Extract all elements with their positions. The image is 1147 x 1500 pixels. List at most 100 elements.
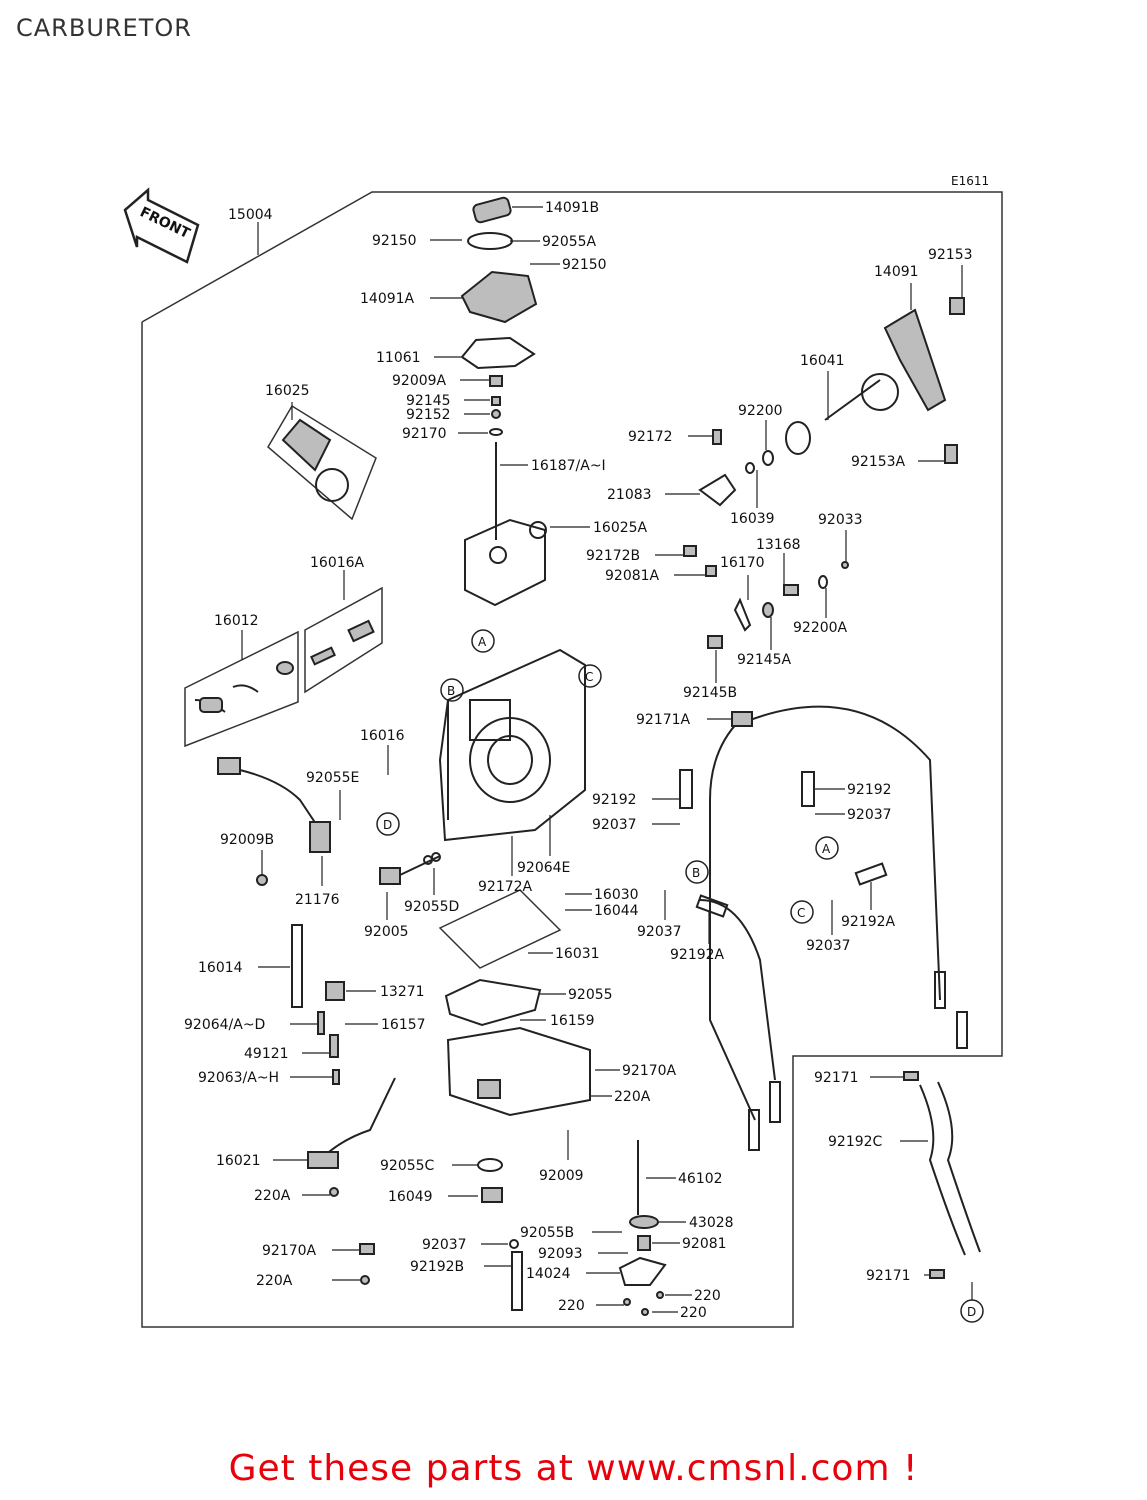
part-label: 92150 <box>372 233 417 249</box>
part-label: 11061 <box>376 350 421 366</box>
part-label: 16044 <box>594 903 639 919</box>
filter-gasket-part <box>281 418 349 502</box>
part-label: 92145A <box>737 652 792 668</box>
part-label: 46102 <box>678 1171 723 1187</box>
callout-markers: A B C D A B C D <box>376 629 984 1323</box>
throttle-sensor-part <box>217 757 331 886</box>
part-label: 92192B <box>410 1259 464 1275</box>
part-label: 16016 <box>360 728 405 744</box>
part-label: 16025 <box>265 383 310 399</box>
part-label: 16039 <box>730 511 775 527</box>
needle-jet-parts <box>489 375 503 540</box>
callout-b-hose: B <box>692 866 700 880</box>
part-label: 15004 <box>228 207 273 223</box>
part-label: 92037 <box>847 807 892 823</box>
part-label: 92037 <box>422 1237 467 1253</box>
part-label: 92055A <box>542 234 597 250</box>
part-label: 220 <box>694 1288 721 1304</box>
part-label: 16012 <box>214 613 259 629</box>
choke-cable-part <box>307 1077 396 1285</box>
callout-d-hose: D <box>967 1305 976 1319</box>
part-label: 92192A <box>670 947 725 963</box>
part-label: 16021 <box>216 1153 261 1169</box>
page-title: CARBURETOR <box>16 14 192 42</box>
part-label: 92055B <box>520 1225 574 1241</box>
part-label: 92170 <box>402 426 447 442</box>
jet-needle-parts <box>291 924 345 1085</box>
part-label: 92037 <box>806 938 851 954</box>
part-label: 92200 <box>738 403 783 419</box>
part-label: 16014 <box>198 960 243 976</box>
part-label: 92152 <box>406 407 451 423</box>
part-label: 92037 <box>592 817 637 833</box>
filter-inset-box <box>267 404 377 521</box>
part-labels: 15004 14091B 92150 92055A 92150 14091A 1… <box>184 200 973 1321</box>
part-label: 92170A <box>622 1063 677 1079</box>
part-label: 21176 <box>295 892 340 908</box>
part-label: 92009B <box>220 832 274 848</box>
part-label: 92037 <box>637 924 682 940</box>
part-label: 92171A <box>636 712 691 728</box>
part-label: 92192 <box>592 792 637 808</box>
part-label: 16030 <box>594 887 639 903</box>
part-label: 92153A <box>851 454 906 470</box>
part-label: 220 <box>558 1298 585 1314</box>
part-label: 92055D <box>404 899 459 915</box>
part-label: 92009 <box>539 1168 584 1184</box>
part-label: 92055 <box>568 987 613 1003</box>
part-label: 92064E <box>517 860 570 876</box>
part-label: 92170A <box>262 1243 317 1259</box>
part-label: 92081A <box>605 568 660 584</box>
part-label: 92081 <box>682 1236 727 1252</box>
diagram-code: E1611 <box>951 174 989 188</box>
part-label: 92009A <box>392 373 447 389</box>
part-label: 92171 <box>866 1268 911 1284</box>
part-label: 16025A <box>593 520 648 536</box>
breather-hoses-part <box>679 705 981 1279</box>
callout-d-left: D <box>383 818 392 832</box>
part-label: 92055C <box>380 1158 435 1174</box>
part-label: 92145B <box>683 685 737 701</box>
part-label: 16157 <box>381 1017 426 1033</box>
idle-screw-parts <box>379 852 441 885</box>
callout-a-hose: A <box>822 842 831 856</box>
part-label: 14091A <box>360 291 415 307</box>
front-arrow-icon: FRONT <box>123 187 200 264</box>
part-label: 49121 <box>244 1046 289 1062</box>
part-label: 92192 <box>847 782 892 798</box>
part-label: 16041 <box>800 353 845 369</box>
callout-c-body: C <box>585 670 593 684</box>
top-cover-part <box>460 196 538 370</box>
part-label: 43028 <box>689 1215 734 1231</box>
part-label: 16170 <box>720 555 765 571</box>
part-label: 220 <box>680 1305 707 1321</box>
part-label: 14091B <box>545 200 599 216</box>
part-label: 16031 <box>555 946 600 962</box>
part-label: 92172 <box>628 429 673 445</box>
part-label: 220A <box>614 1089 651 1105</box>
part-label: 220A <box>254 1188 291 1204</box>
connector-inset-box <box>184 630 299 748</box>
part-label: 92150 <box>562 257 607 273</box>
part-label: 21083 <box>607 487 652 503</box>
carburetor-body-part <box>438 648 586 842</box>
part-label: 92145 <box>406 393 451 409</box>
part-label: 220A <box>256 1273 293 1289</box>
part-label: 92200A <box>793 620 848 636</box>
footer-link[interactable]: Get these parts at www.cmsnl.com ! <box>228 1448 919 1489</box>
part-label: 92064/A~D <box>184 1017 265 1033</box>
part-label: 92153 <box>928 247 973 263</box>
part-label: 16016A <box>310 555 365 571</box>
plunger-inset-box <box>304 586 383 694</box>
part-label: 92172B <box>586 548 640 564</box>
part-label: 16187/A~I <box>531 458 606 474</box>
part-label: 92192C <box>828 1134 883 1150</box>
callout-a-top: A <box>478 635 487 649</box>
throttle-linkage-parts <box>683 297 965 649</box>
leader-lines <box>241 206 973 1313</box>
callout-b-body: B <box>447 684 455 698</box>
part-label: 13168 <box>756 537 801 553</box>
connector-parts <box>194 619 375 713</box>
part-label: 92192A <box>841 914 896 930</box>
